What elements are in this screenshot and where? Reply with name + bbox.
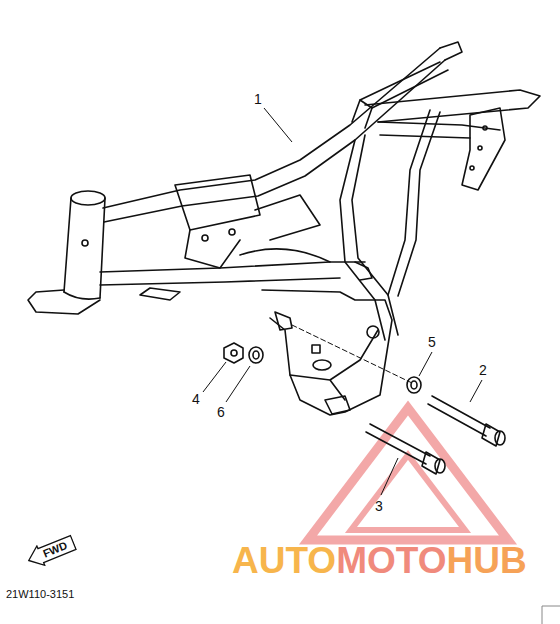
watermark: HUB — [446, 542, 526, 579]
leader-lines — [203, 108, 482, 495]
corner-mark — [542, 606, 560, 624]
watermark: MOTO — [336, 542, 446, 579]
callout-number: 5 — [428, 335, 436, 349]
watermark-triangle — [308, 408, 508, 540]
callout-number: 2 — [479, 363, 487, 377]
callout-number: 1 — [254, 92, 262, 106]
callout-number: 6 — [217, 405, 225, 419]
frame-body — [28, 42, 540, 474]
direction-arrow: FWD — [24, 531, 79, 571]
callout-number: 3 — [375, 499, 383, 513]
drawing-code: 21W110-3151 — [6, 589, 74, 600]
callout-number: 4 — [192, 392, 200, 406]
watermark: AUTO — [232, 542, 336, 579]
